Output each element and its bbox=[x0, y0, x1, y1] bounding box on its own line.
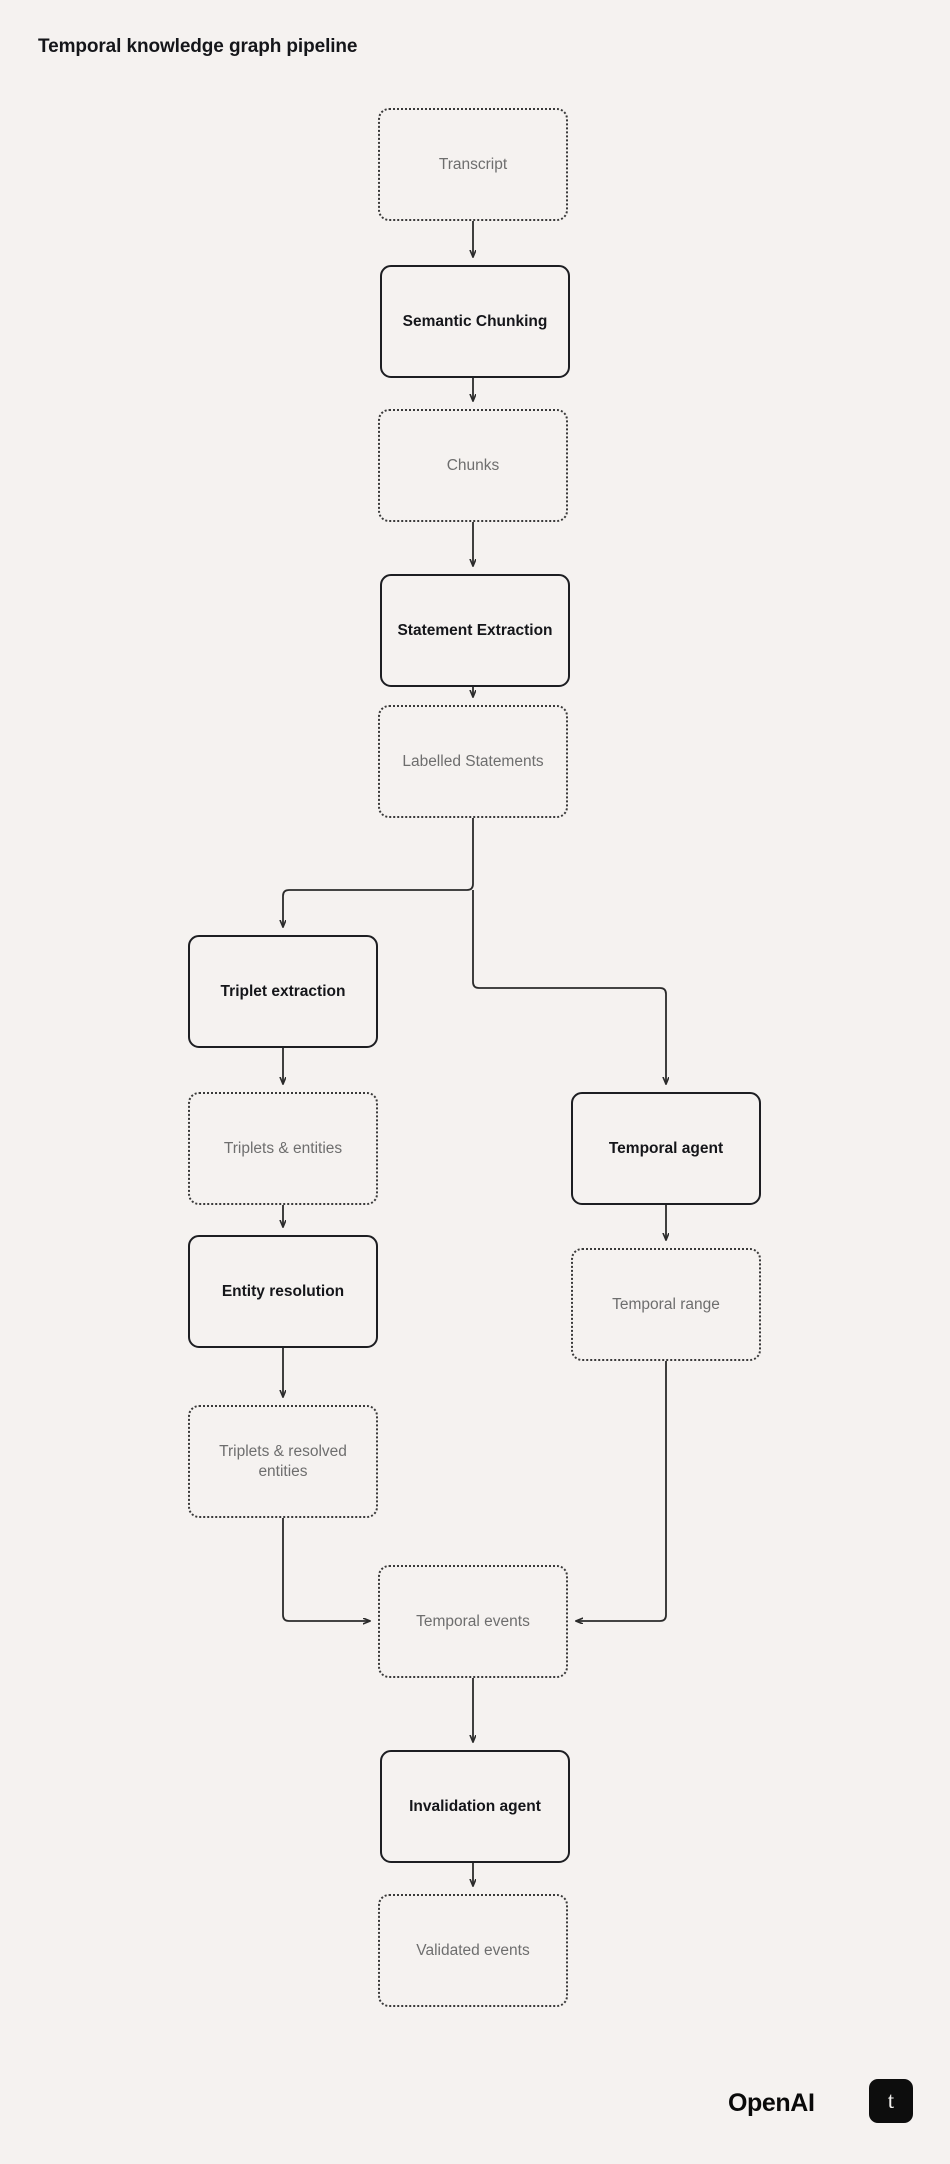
node-label: Entity resolution bbox=[221, 1282, 345, 1300]
node-triplets-resolved-entities[interactable]: Triplets & resolved entities bbox=[188, 1405, 378, 1518]
node-label: Triplets & resolved entities bbox=[219, 1442, 347, 1480]
node-label: Validated events bbox=[416, 1941, 530, 1959]
node-labelled-statements[interactable]: Labelled Statements bbox=[378, 705, 568, 818]
node-label: Labelled Statements bbox=[402, 752, 544, 770]
node-label: Chunks bbox=[446, 456, 500, 474]
page-title: Temporal knowledge graph pipeline bbox=[38, 36, 358, 57]
node-label: Invalidation agent bbox=[409, 1797, 541, 1815]
node-label: Transcript bbox=[438, 155, 508, 173]
node-validated-events[interactable]: Validated events bbox=[378, 1894, 568, 2007]
node-temporal-agent[interactable]: Temporal agent bbox=[571, 1092, 761, 1205]
node-label: Triplets & entities bbox=[223, 1139, 343, 1157]
node-chunks[interactable]: Chunks bbox=[378, 409, 568, 522]
node-triplets-entities[interactable]: Triplets & entities bbox=[188, 1092, 378, 1205]
edge-labelled-statements-to-triplet-extraction bbox=[283, 818, 474, 927]
node-label: Temporal events bbox=[416, 1612, 530, 1630]
badge-glyph: t bbox=[887, 2088, 895, 2113]
node-entity-resolution[interactable]: Entity resolution bbox=[188, 1235, 378, 1348]
node-label: Semantic Chunking bbox=[402, 312, 548, 330]
node-statement-extraction[interactable]: Statement Extraction bbox=[380, 574, 570, 687]
edge-temporal-range-to-temporal-events bbox=[576, 1361, 667, 1621]
openai-wordmark: OpenAI bbox=[728, 2089, 815, 2117]
node-temporal-events[interactable]: Temporal events bbox=[378, 1565, 568, 1678]
tldv-badge-icon: t bbox=[869, 2079, 913, 2123]
node-label: Statement Extraction bbox=[397, 621, 553, 639]
edge-triplets-resolved-to-temporal-events bbox=[282, 1518, 370, 1621]
node-label: Temporal range bbox=[612, 1295, 720, 1313]
node-temporal-range[interactable]: Temporal range bbox=[571, 1248, 761, 1361]
node-invalidation-agent[interactable]: Invalidation agent bbox=[380, 1750, 570, 1863]
node-label: Triplet extraction bbox=[220, 982, 346, 1000]
node-semantic-chunking[interactable]: Semantic Chunking bbox=[380, 265, 570, 378]
node-label: Temporal agent bbox=[608, 1139, 724, 1157]
node-triplet-extraction[interactable]: Triplet extraction bbox=[188, 935, 378, 1048]
edge-labelled-statements-to-temporal-agent bbox=[472, 890, 666, 1084]
node-transcript[interactable]: Transcript bbox=[378, 108, 568, 221]
